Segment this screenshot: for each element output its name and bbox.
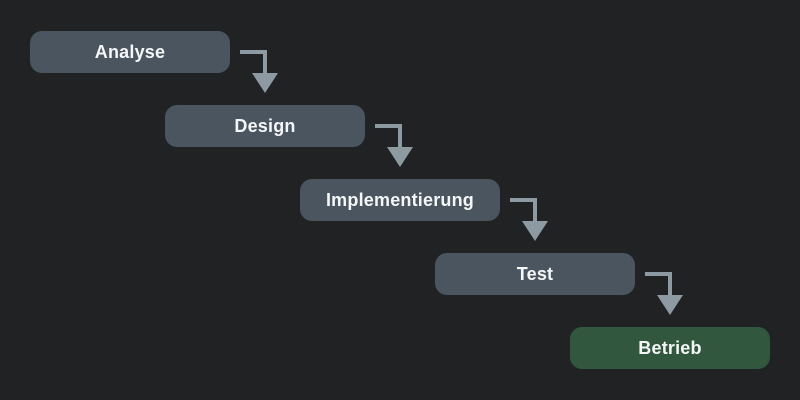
elbow-connector-line: [375, 124, 402, 147]
arrow-analyse-to-design: [240, 50, 278, 93]
node-label: Implementierung: [325, 189, 475, 210]
arrowhead-icon: [387, 147, 413, 167]
node-analyse: Analyse: [30, 31, 230, 73]
arrowhead-icon: [657, 295, 683, 315]
node-design: Design: [165, 105, 365, 147]
elbow-connector-line: [240, 50, 267, 73]
node-label: Betrieb: [638, 337, 702, 358]
arrow-test-to-betrieb: [645, 272, 683, 315]
elbow-connector-line: [645, 272, 672, 295]
arrowhead-icon: [252, 73, 278, 93]
arrow-design-to-implementierung: [375, 124, 413, 167]
node-label: Analyse: [94, 41, 166, 62]
elbow-connector-line: [510, 198, 537, 221]
node-implementierung: Implementierung: [300, 179, 500, 221]
node-test: Test: [435, 253, 635, 295]
arrow-implementierung-to-test: [510, 198, 548, 241]
node-betrieb: Betrieb: [570, 327, 770, 369]
node-label: Test: [516, 263, 554, 284]
node-label: Design: [234, 115, 296, 136]
arrowhead-icon: [522, 221, 548, 241]
